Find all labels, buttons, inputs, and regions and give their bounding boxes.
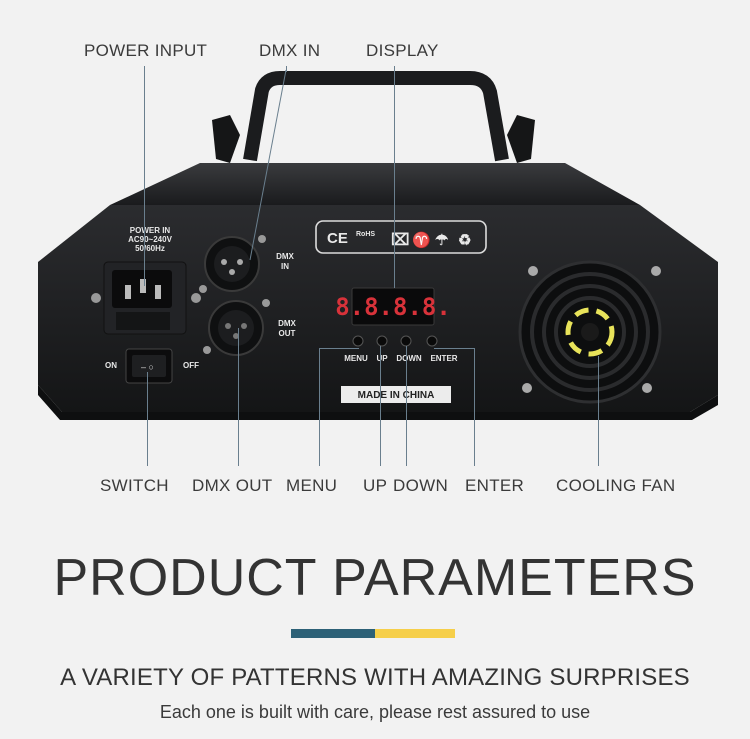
laser-light-rear-panel: CE RoHS ⌧ ♈ ☂ ♻ POWER IN AC90~240V 50/60… <box>38 71 718 420</box>
callout-dmx-out: DMX OUT <box>192 476 273 495</box>
accent-bar-yellow <box>375 629 455 638</box>
left-knob <box>212 115 240 163</box>
dmx-in-socket <box>214 246 250 282</box>
callout-switch: SWITCH <box>100 476 169 495</box>
led-display-value: 8.8.8.8. <box>335 293 451 321</box>
switch-rocker[interactable] <box>132 355 166 377</box>
page-title: PRODUCT PARAMETERS <box>53 549 697 607</box>
device-illustration: CE RoHS ⌧ ♈ ☂ ♻ POWER IN AC90~240V 50/60… <box>38 71 718 420</box>
screw <box>199 285 207 293</box>
callout-line-power-input <box>144 66 145 286</box>
recycle-icon: ♻ <box>458 232 471 249</box>
switch-on-label: ON <box>105 361 117 370</box>
socket-pin <box>140 279 146 293</box>
callout-line-menu <box>319 348 320 466</box>
dmx-out-label-2: OUT <box>279 329 296 338</box>
callout-menu: MENU <box>286 476 338 495</box>
made-in-label: MADE IN CHINA <box>358 390 435 401</box>
callout-line-display <box>394 66 395 288</box>
callout-line-cooling-fan <box>598 356 599 466</box>
callout-line-dmx-in <box>286 66 287 72</box>
cooling-fan <box>518 260 662 404</box>
made-in-tag <box>341 386 451 403</box>
power-in-label: POWER IN <box>130 226 171 235</box>
screw <box>258 235 266 243</box>
callout-up: UP <box>363 476 388 495</box>
ce-mark: CE <box>327 230 348 247</box>
tagline: Each one is built with care, please rest… <box>159 702 591 722</box>
certification-box <box>315 220 487 254</box>
dmx-in-label: DMX <box>276 252 294 261</box>
callout-line-down <box>406 346 407 466</box>
socket-pin <box>155 285 161 299</box>
down-button-label: DOWN <box>396 354 422 363</box>
dmx-out-socket <box>218 310 254 346</box>
callout-line-enter <box>474 348 475 466</box>
panel-base <box>38 385 718 420</box>
up-button[interactable] <box>376 335 388 347</box>
screw <box>91 293 101 303</box>
socket-pin <box>125 285 131 299</box>
fuse-holder <box>116 312 170 330</box>
callout-enter: ENTER <box>465 476 525 495</box>
up-button-label: UP <box>376 354 388 363</box>
fragile-icon: ♈ <box>412 231 431 249</box>
callout-line-enter-h <box>434 348 474 349</box>
callout-line-up <box>380 346 381 466</box>
screw <box>528 266 538 276</box>
device-top-shell <box>110 163 640 205</box>
callout-display: DISPLAY <box>366 41 439 60</box>
mount-bracket <box>243 71 509 162</box>
screw <box>651 266 661 276</box>
switch-off-label: OFF <box>183 361 199 370</box>
fan-blades <box>565 307 615 357</box>
screw <box>642 383 652 393</box>
menu-button[interactable] <box>352 335 364 347</box>
callout-line-menu-h <box>319 348 359 349</box>
callout-cooling-fan: COOLING FAN <box>556 476 676 495</box>
bracket-hole <box>366 88 378 100</box>
enter-button[interactable] <box>426 335 438 347</box>
power-frequency-label: 50/60Hz <box>135 244 165 253</box>
rohs-mark: RoHS <box>356 231 375 238</box>
screw <box>191 293 201 303</box>
callout-dmx-in: DMX IN <box>259 41 321 60</box>
callout-power-input: POWER INPUT <box>84 41 208 60</box>
subtitle: A VARIETY OF PATTERNS WITH AMAZING SURPR… <box>60 664 690 691</box>
screw <box>262 299 270 307</box>
screw <box>203 346 211 354</box>
menu-button-label: MENU <box>344 354 368 363</box>
power-voltage-label: AC90~240V <box>128 235 172 244</box>
callout-down: DOWN <box>393 476 449 495</box>
keep-dry-icon: ☂ <box>435 232 449 249</box>
led-display <box>351 287 435 326</box>
callout-line-switch <box>147 372 148 466</box>
callout-line-dmx-out <box>238 328 239 466</box>
switch-symbol: – ○ <box>141 362 154 372</box>
weee-icon: ⌧ <box>391 232 409 249</box>
right-knob <box>507 115 535 163</box>
dmx-in-label-2: IN <box>281 262 289 271</box>
enter-button-label: ENTER <box>430 354 457 363</box>
dmx-out-label: DMX <box>278 319 296 328</box>
callout-line-dmx-in-diagonal <box>249 69 287 261</box>
screw <box>522 383 532 393</box>
down-button[interactable] <box>400 335 412 347</box>
accent-bar-blue <box>291 629 375 638</box>
